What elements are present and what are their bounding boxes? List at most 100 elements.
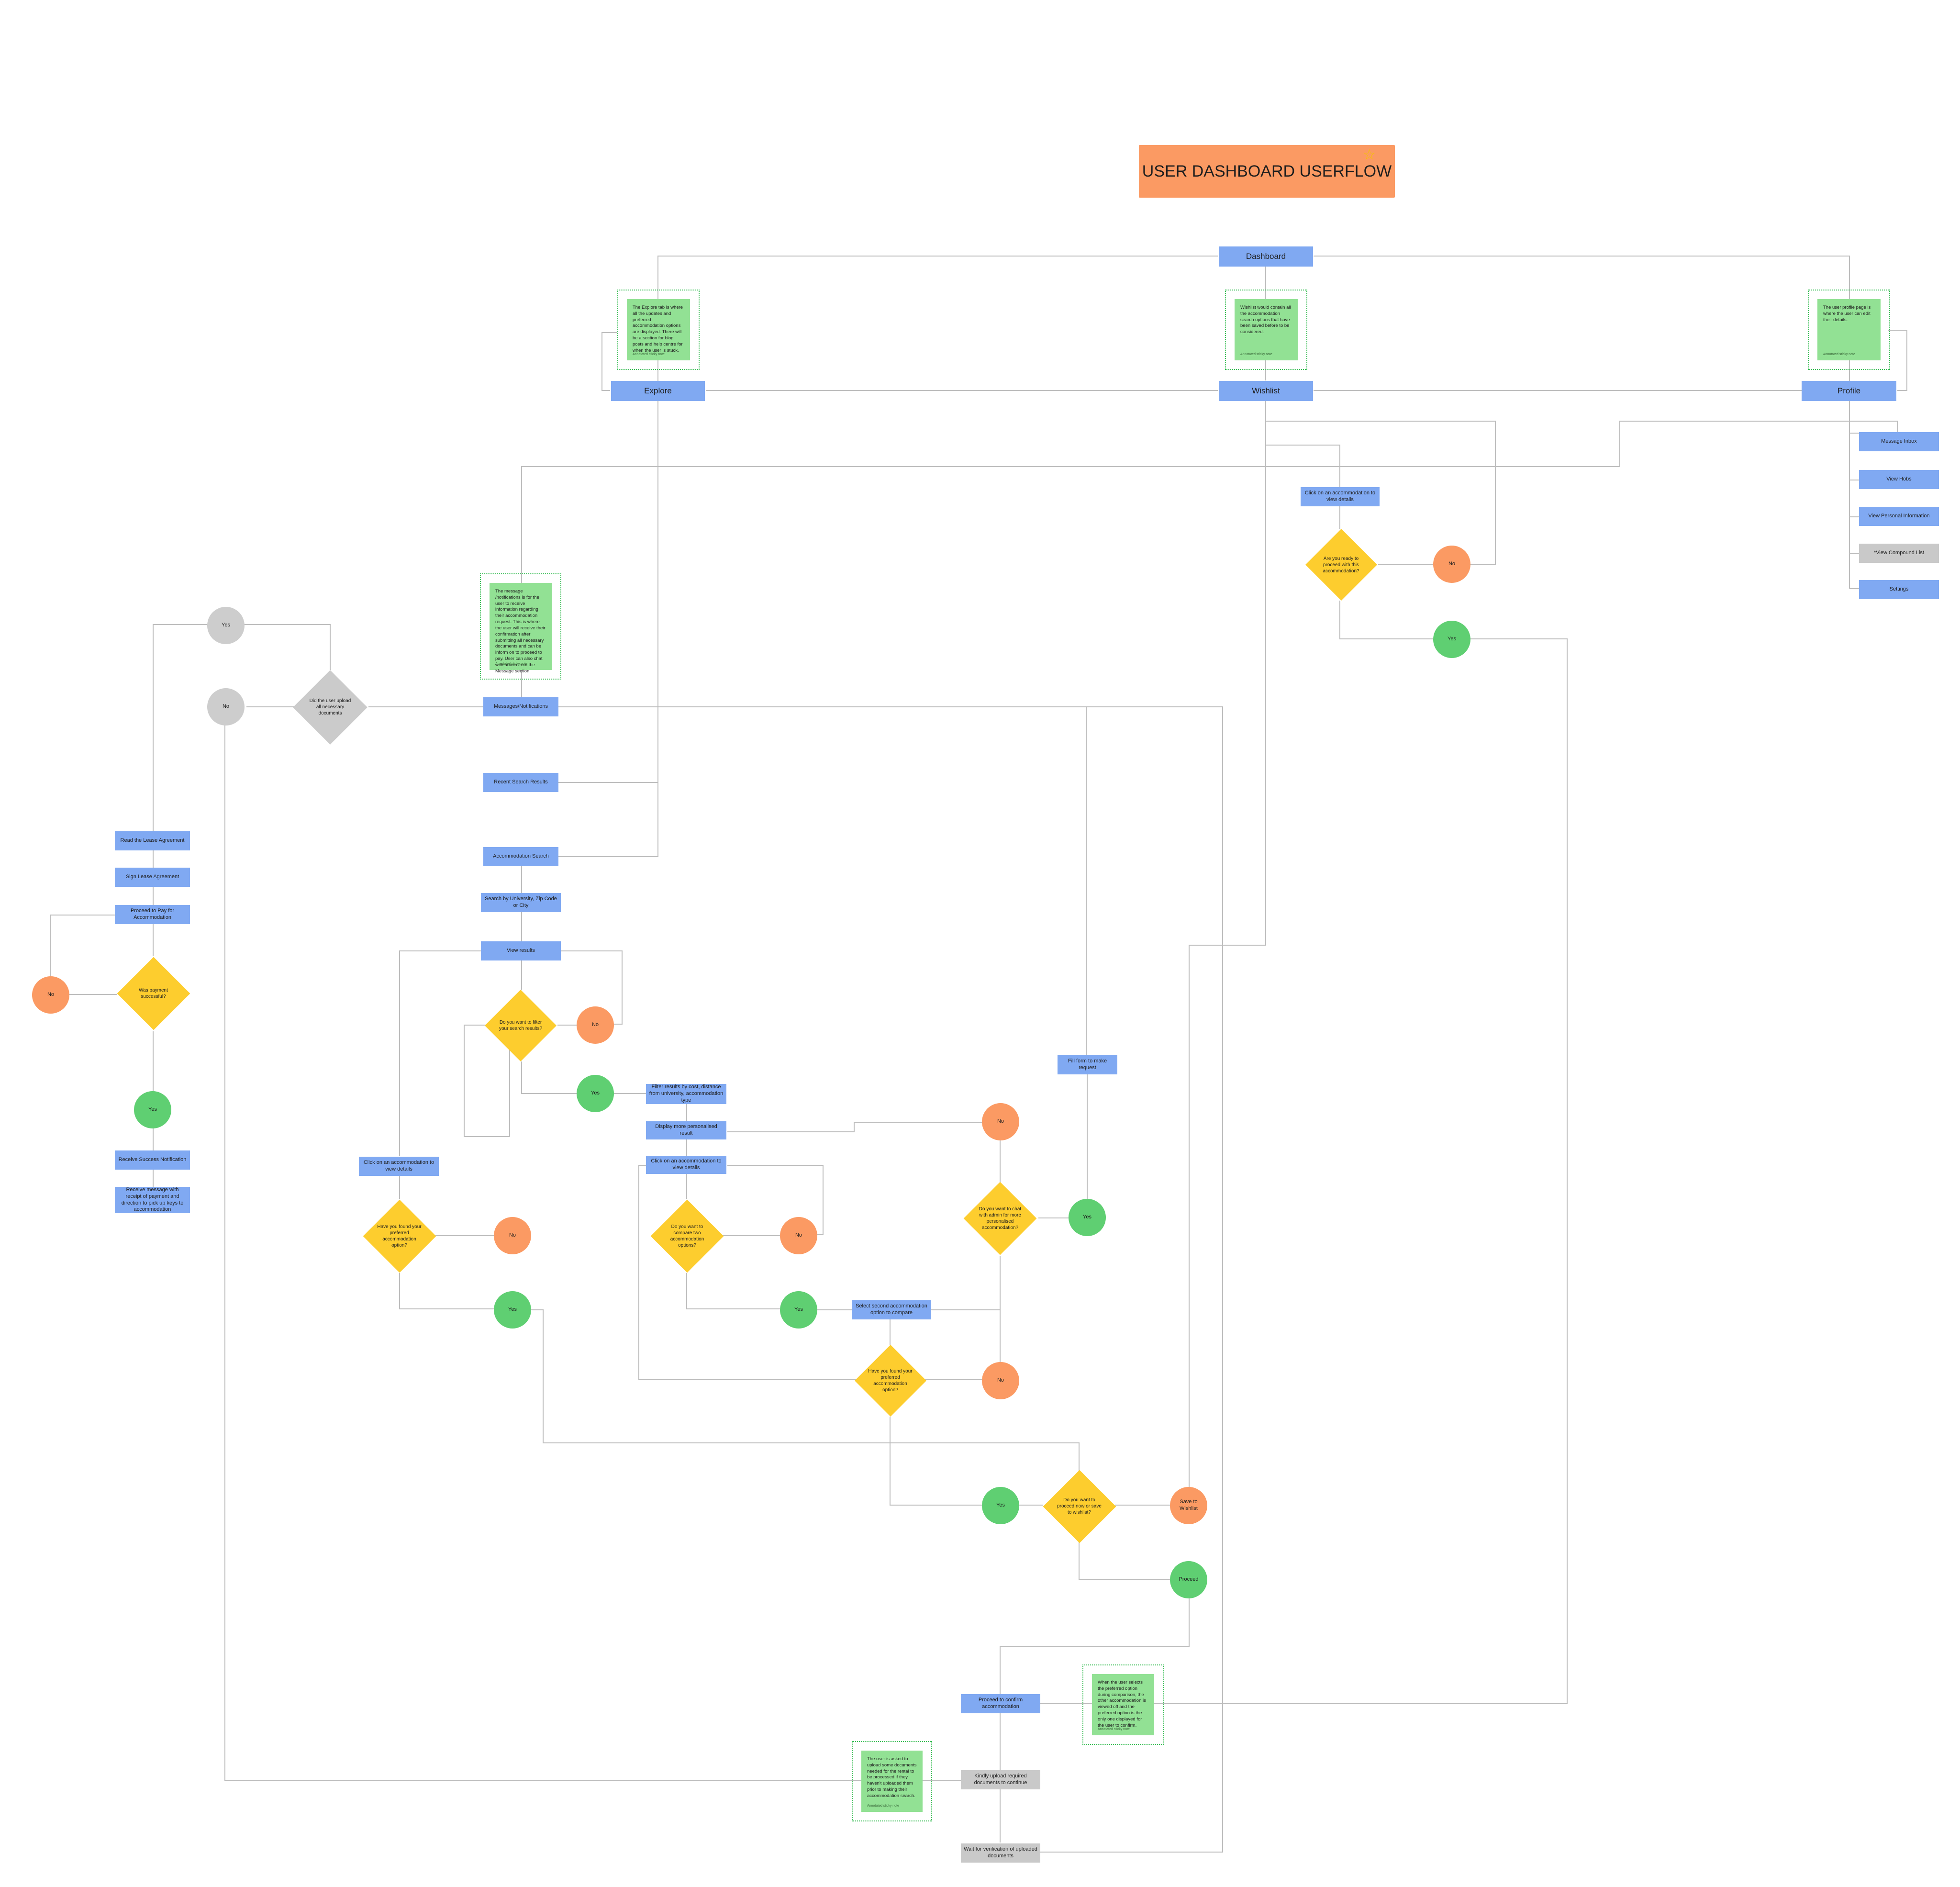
connector: [557, 706, 1087, 1058]
read-lease-node[interactable]: Read the Lease Agreement: [115, 831, 190, 850]
proceed-confirm-node[interactable]: Proceed to confirm accommodation: [961, 1694, 1040, 1713]
yes-circle[interactable]: Yes: [1069, 1199, 1106, 1236]
select-second-node[interactable]: Select second accommodation option to co…: [852, 1300, 931, 1319]
no-circle[interactable]: No: [494, 1217, 531, 1254]
yes-circle[interactable]: Yes: [134, 1091, 171, 1128]
dashboard-node[interactable]: Dashboard: [1219, 246, 1313, 267]
confirm-note: When the user selects the preferred opti…: [1082, 1664, 1164, 1745]
connector: [399, 950, 483, 1156]
found-preferred-mid-decision[interactable]: Have you found your preferred accommodat…: [853, 1345, 927, 1417]
connector: [727, 1165, 824, 1235]
view-personal-info-node[interactable]: View Personal Information: [1859, 507, 1939, 526]
search-by-node[interactable]: Search by University, Zip Code or City: [481, 893, 561, 912]
kindly-upload-node[interactable]: Kindly upload required documents to cont…: [961, 1770, 1040, 1789]
compare-two-decision[interactable]: Do you want to compare two accommodation…: [650, 1199, 724, 1273]
proceed-or-save-decision[interactable]: Do you want to proceed now or save to wi…: [1042, 1469, 1116, 1543]
no-circle[interactable]: No: [32, 976, 69, 1014]
did-user-upload-decision[interactable]: Did the user upload all necessary docume…: [293, 670, 368, 745]
found-preferred-left-decision[interactable]: Have you found your preferred accommodat…: [362, 1199, 436, 1273]
connector: [50, 915, 115, 979]
yes-circle[interactable]: Yes: [494, 1291, 531, 1329]
connector: [531, 1309, 1080, 1472]
profile-note-text: The user profile page is where the user …: [1823, 305, 1871, 323]
filter-question-decision[interactable]: Do you want to filter your search result…: [483, 990, 558, 1061]
profile-node[interactable]: Profile: [1802, 381, 1896, 401]
no-circle[interactable]: No: [982, 1103, 1019, 1140]
no-circle[interactable]: No: [1433, 546, 1470, 583]
click-accommodation-main-node[interactable]: Click on an accommodation to view detail…: [646, 1156, 726, 1174]
accommodation-search-node[interactable]: Accommodation Search: [483, 847, 558, 866]
no-circle[interactable]: No: [780, 1217, 817, 1254]
connector: [557, 782, 658, 857]
title-text: USER DASHBOARD USERFLOW: [1142, 162, 1392, 180]
connector: [557, 400, 658, 783]
connector: [521, 421, 1898, 699]
found-preferred-mid-label: Have you found your preferred accommodat…: [868, 1369, 913, 1393]
proceed-pay-node[interactable]: Proceed to Pay for Accommodation: [115, 905, 190, 924]
view-compound-list-node[interactable]: *View Compound List: [1859, 544, 1939, 563]
proceed-circle[interactable]: Proceed: [1170, 1561, 1207, 1598]
no-circle[interactable]: No: [982, 1362, 1019, 1399]
recent-search-results-node[interactable]: Recent Search Results: [483, 773, 558, 792]
ready-proceed-label: Are you ready to proceed with this accom…: [1323, 556, 1359, 574]
ready-proceed-decision[interactable]: Are you ready to proceed with this accom…: [1304, 529, 1378, 601]
diagram-title: USER DASHBOARD USERFLOW ☆: [1139, 145, 1395, 198]
display-personalised-node[interactable]: Display more personalised result: [646, 1121, 726, 1139]
save-to-wishlist-circle[interactable]: Save to Wishlist: [1170, 1487, 1207, 1524]
connector: [399, 1273, 495, 1309]
filter-results-node[interactable]: Filter results by cost, distance from un…: [646, 1084, 726, 1104]
view-results-node[interactable]: View results: [481, 941, 561, 960]
explore-note: The Explore tab is where all the updates…: [617, 290, 700, 370]
note-author: Annotated sticky note: [867, 1804, 899, 1808]
connector: [638, 1165, 854, 1380]
upload-note-text: The user is asked to upload some documen…: [867, 1756, 917, 1798]
compare-two-label: Do you want to compare two accommodation…: [670, 1224, 704, 1248]
yes-circle[interactable]: Yes: [207, 607, 245, 644]
note-author: Annotated sticky note: [495, 662, 527, 666]
connector: [464, 1025, 510, 1137]
upload-note: The user is asked to upload some documen…: [852, 1741, 932, 1821]
connector: [601, 332, 617, 391]
wishlist-node[interactable]: Wishlist: [1219, 381, 1313, 401]
connector: [1265, 421, 1340, 487]
sign-lease-node[interactable]: Sign Lease Agreement: [115, 868, 190, 887]
fill-form-node[interactable]: Fill form to make request: [1058, 1055, 1117, 1074]
no-circle[interactable]: No: [577, 1006, 614, 1044]
receive-success-node: Receive Success Notification: [115, 1150, 190, 1170]
connector: [1189, 400, 1266, 1505]
wait-verification-node: Wait for verification of uploaded docume…: [961, 1843, 1040, 1863]
connector: [1079, 1541, 1170, 1580]
view-hobs-node[interactable]: View Hobs: [1859, 470, 1939, 489]
yes-circle[interactable]: Yes: [780, 1291, 817, 1329]
connector: [1339, 601, 1433, 639]
note-author: Annotated sticky note: [1098, 1727, 1130, 1731]
message-inbox-node[interactable]: Message Inbox: [1859, 432, 1939, 451]
connector: [224, 723, 962, 1781]
yes-circle[interactable]: Yes: [982, 1487, 1019, 1524]
connector: [244, 624, 331, 670]
connector: [557, 950, 623, 1025]
connector: [890, 1417, 983, 1506]
wishlist-note-text: Wishlist would contain all the accommoda…: [1240, 305, 1291, 335]
connector: [686, 1273, 780, 1309]
no-circle[interactable]: No: [207, 688, 245, 726]
connector: [1265, 400, 1496, 565]
yes-circle[interactable]: Yes: [1433, 621, 1470, 658]
receive-message-node: Receive message with receipt of payment …: [115, 1187, 190, 1213]
payment-successful-decision[interactable]: Was payment successful?: [116, 956, 190, 1030]
note-author: Annotated sticky note: [1823, 352, 1855, 356]
did-user-upload-label: Did the user upload all necessary docume…: [309, 698, 351, 716]
yes-circle[interactable]: Yes: [577, 1075, 614, 1112]
connector: [521, 1061, 577, 1094]
explore-node[interactable]: Explore: [611, 381, 705, 401]
connector: [931, 1309, 1001, 1365]
note-author: Annotated sticky note: [633, 352, 665, 356]
messages-notifications-node[interactable]: Messages/Notifications: [483, 697, 558, 716]
settings-node[interactable]: Settings: [1859, 580, 1939, 599]
confirm-note-text: When the user selects the preferred opti…: [1098, 1680, 1146, 1728]
chat-admin-decision[interactable]: Do you want to chat with admin for more …: [963, 1181, 1037, 1255]
click-accommodation-left-node[interactable]: Click on an accommodation to view detail…: [359, 1157, 439, 1176]
connector: [1000, 1598, 1190, 1697]
connector: [727, 1122, 983, 1132]
click-accommodation-wishlist-node[interactable]: Click on an accommodation to view detail…: [1301, 487, 1380, 506]
